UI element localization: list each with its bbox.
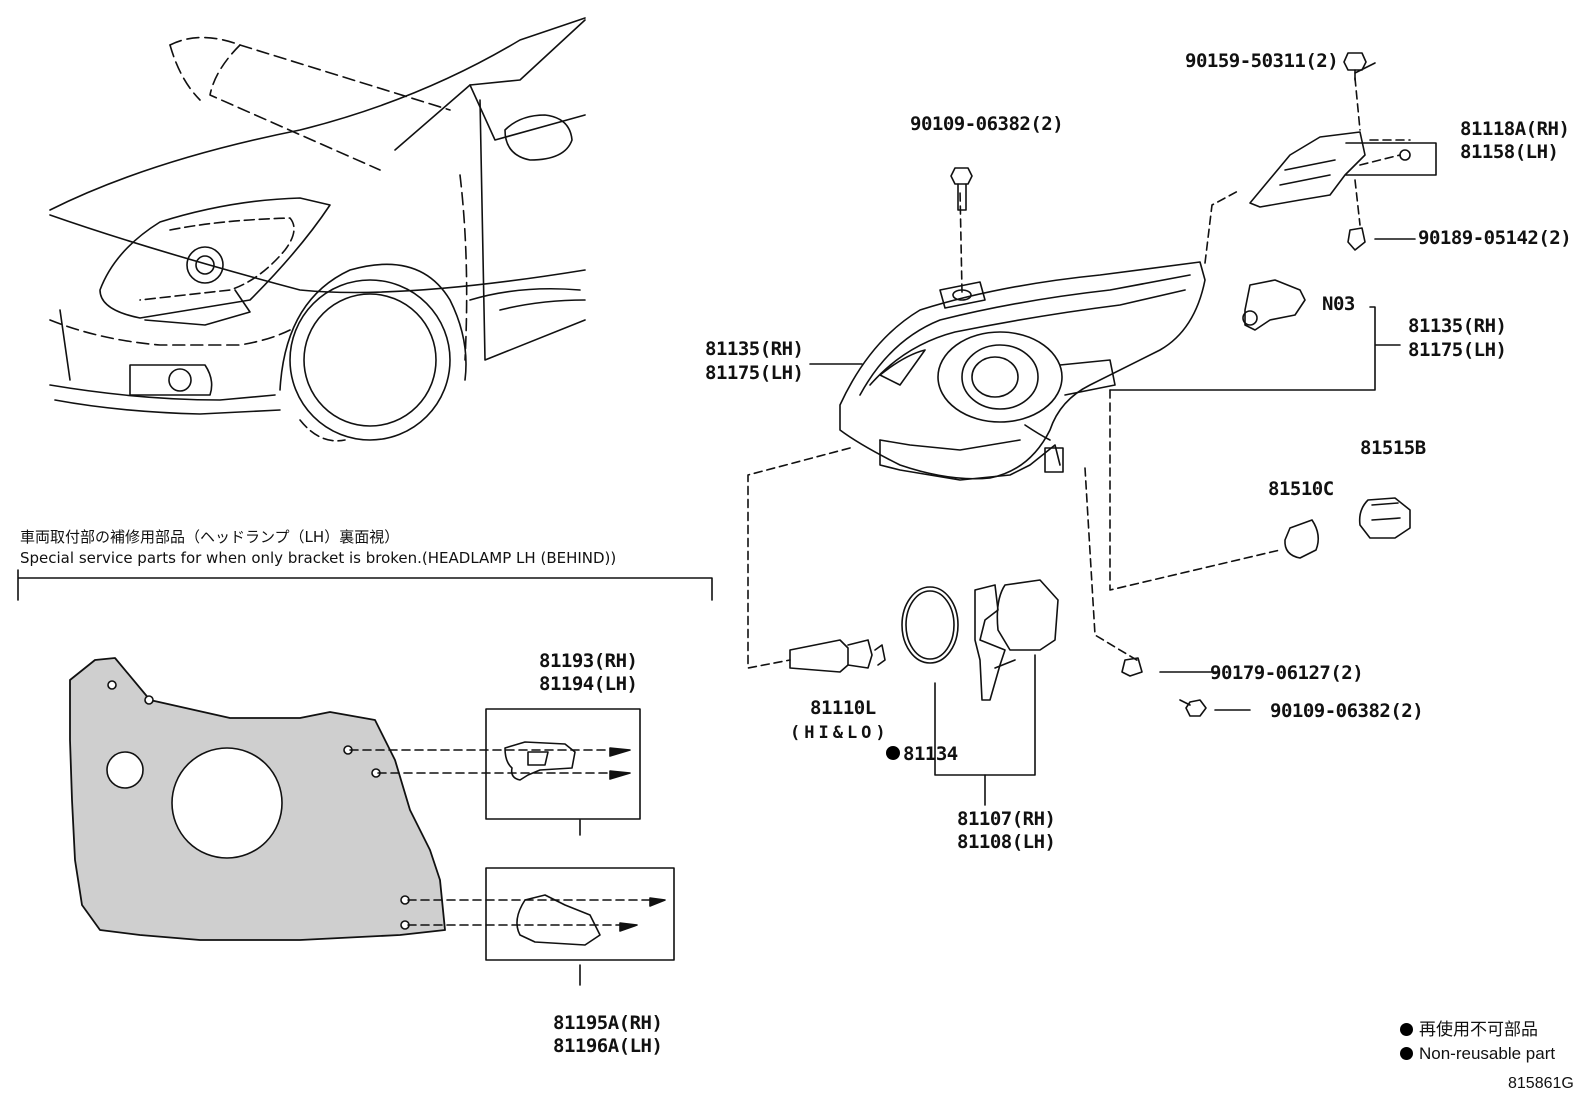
- label-90159-50311: 90159-50311(2): [1185, 50, 1339, 72]
- label-81135-right: 81135(RH): [1408, 315, 1507, 337]
- label-81175-left: 81175(LH): [705, 362, 804, 384]
- legend-en-text: Non-reusable part: [1419, 1044, 1556, 1063]
- label-81135-left: 81135(RH): [705, 338, 804, 360]
- callout-lines: [809, 62, 1437, 806]
- label-90109-06382-top: 90109-06382(2): [910, 113, 1064, 135]
- label-81195a: 81195A(RH): [553, 1012, 663, 1034]
- label-81158: 81158(LH): [1460, 141, 1559, 163]
- legend-jp-text: 再使用不可部品: [1419, 1020, 1538, 1039]
- label-81515b: 81515B: [1360, 437, 1426, 459]
- figure-code: 815861G: [1508, 1075, 1574, 1092]
- legend-dot-icon: [1400, 1023, 1413, 1036]
- note-en: Special service parts for when only brac…: [20, 549, 617, 567]
- label-81193: 81193(RH): [539, 650, 638, 672]
- non-reusable-dot-81134: [886, 746, 900, 760]
- label-81108: 81108(LH): [957, 831, 1056, 853]
- note-jp: 車両取付部の補修用部品（ヘッドランプ（LH）裏面視）: [20, 528, 400, 546]
- legend-en: Non-reusable part: [1400, 1042, 1555, 1066]
- label-81107: 81107(RH): [957, 808, 1056, 830]
- car-front-illustration: [49, 17, 586, 442]
- label-n03: N03: [1322, 293, 1355, 315]
- bracket-inset: [17, 569, 713, 986]
- legend-jp: 再使用不可部品: [1400, 1018, 1538, 1042]
- label-81134: 81134: [903, 743, 958, 765]
- label-81196a: 81196A(LH): [553, 1035, 663, 1057]
- label-90109-06382-bottom: 90109-06382(2): [1270, 700, 1424, 722]
- label-81118a: 81118A(RH): [1460, 118, 1570, 140]
- headlamp-assembly: [839, 261, 1206, 481]
- legend-dot-icon: [1400, 1047, 1413, 1060]
- label-90179-06127: 90179-06127(2): [1210, 662, 1364, 684]
- label-81175-right: 81175(LH): [1408, 339, 1507, 361]
- label-81194: 81194(LH): [539, 673, 638, 695]
- label-81110l-hi-lo: (HI&LO): [790, 723, 890, 743]
- label-90189-05142: 90189-05142(2): [1418, 227, 1572, 249]
- small-parts: [789, 52, 1411, 717]
- label-81510c: 81510C: [1268, 478, 1334, 500]
- leader-lines: [747, 77, 1411, 669]
- label-81110l: 81110L: [810, 697, 876, 719]
